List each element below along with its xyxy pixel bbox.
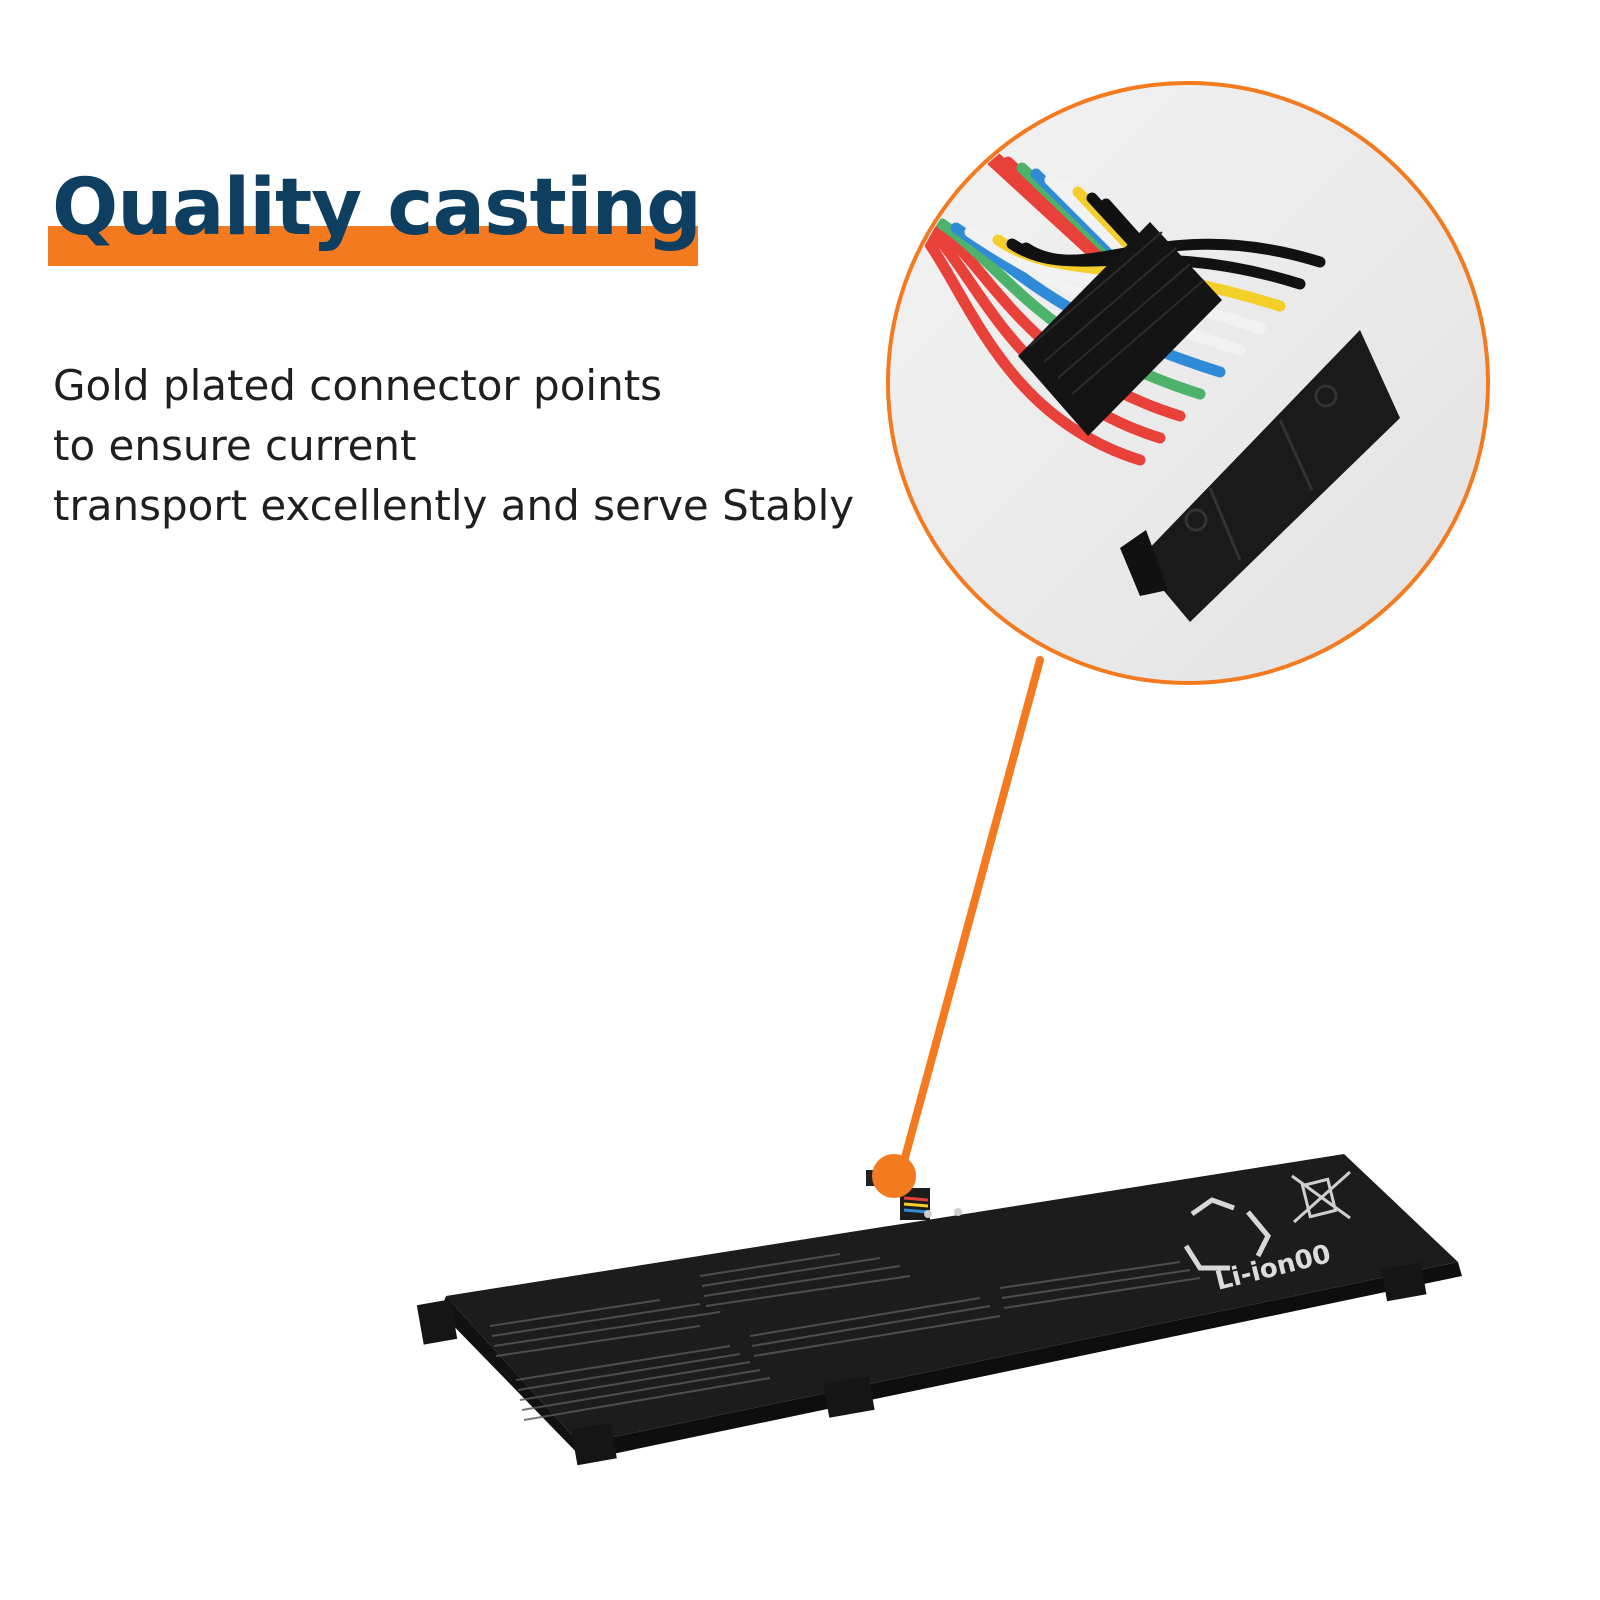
headline: Quality casting xyxy=(52,163,702,253)
headline-block: Quality casting xyxy=(48,160,702,266)
battery-pack: Li-ion00 xyxy=(416,1154,1462,1466)
callout-dot xyxy=(872,1154,916,1198)
battery-dot-icon xyxy=(924,1210,932,1218)
callout-line xyxy=(896,656,1044,1180)
wire-tape xyxy=(1018,222,1222,436)
battery-dot-icon xyxy=(954,1208,962,1216)
description-line: to ensure current xyxy=(53,421,417,470)
recycle-icon xyxy=(1183,1197,1271,1271)
connector-zoom-icon xyxy=(886,81,1490,685)
description: Gold plated connector points to ensure c… xyxy=(53,356,854,536)
description-line: Gold plated connector points xyxy=(53,361,663,410)
crossed-bin-icon xyxy=(1291,1170,1351,1224)
headline-underline xyxy=(48,226,698,266)
description-line: transport excellently and serve Stably xyxy=(53,481,855,530)
